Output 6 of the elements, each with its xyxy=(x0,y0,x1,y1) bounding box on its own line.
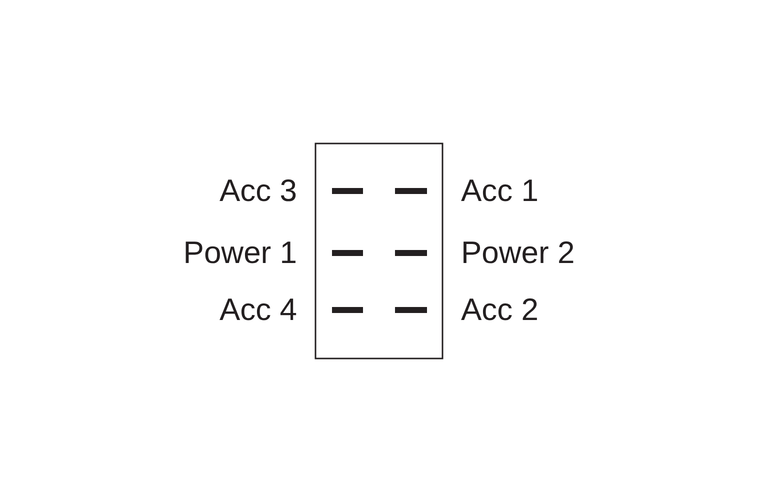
pin-label: Acc 1 xyxy=(461,173,539,209)
pin-label: Power 2 xyxy=(461,235,575,271)
pin-label: Acc 3 xyxy=(219,173,297,209)
pin-label: Acc 2 xyxy=(461,292,539,328)
pin-label: Acc 4 xyxy=(219,292,297,328)
pin-label: Power 1 xyxy=(183,235,297,271)
